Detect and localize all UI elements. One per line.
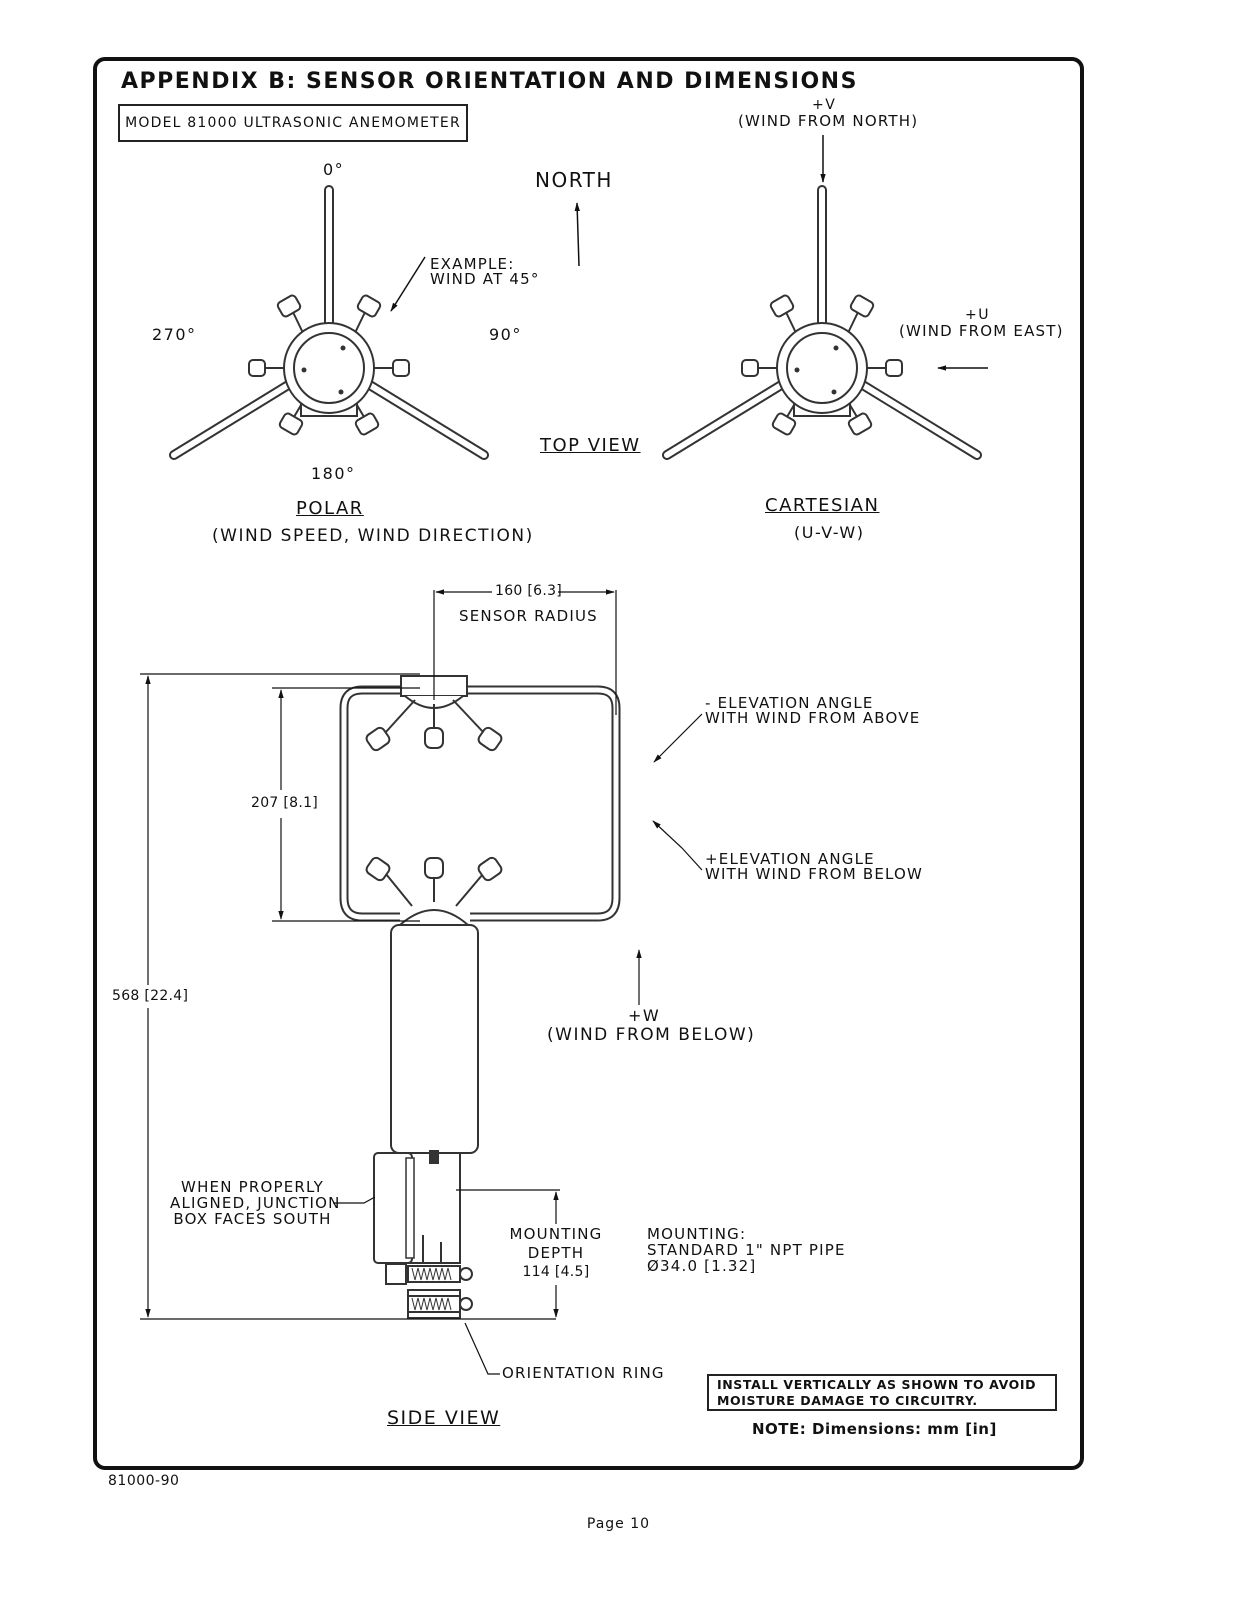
polar-90-degree: 90° xyxy=(489,325,522,344)
mounting-spec-diameter: Ø34.0 [1.32] xyxy=(647,1257,757,1275)
positive-elevation-label: +ELEVATION ANGLE xyxy=(705,850,875,868)
install-warning-line2: MOISTURE DAMAGE TO CIRCUITRY. xyxy=(717,1393,978,1408)
side-view-label: SIDE VIEW xyxy=(387,1407,501,1429)
w-axis-desc: (WIND FROM BELOW) xyxy=(547,1025,756,1045)
north-arrow xyxy=(574,202,580,267)
negative-elevation-desc: WITH WIND FROM ABOVE xyxy=(705,709,921,727)
drawing-frame xyxy=(93,57,1084,1470)
u-axis-label: +U xyxy=(965,307,990,323)
mounting-depth-value: 114 [4.5] xyxy=(522,1264,590,1280)
v-axis-label: +V xyxy=(812,97,837,113)
polar-270-degree: 270° xyxy=(152,325,197,344)
document-code: 81000-90 xyxy=(108,1473,180,1489)
dimensions-note: NOTE: Dimensions: mm [in] xyxy=(752,1420,997,1438)
install-warning-line1: INSTALL VERTICALLY AS SHOWN TO AVOID xyxy=(717,1377,1037,1392)
v-axis-desc: (WIND FROM NORTH) xyxy=(738,112,919,130)
junction-note-line3: BOX FACES SOUTH xyxy=(173,1210,332,1228)
cartesian-title: CARTESIAN xyxy=(765,495,880,516)
appendix-title: APPENDIX B: SENSOR ORIENTATION AND DIMEN… xyxy=(121,69,858,94)
mounting-spec-title: MOUNTING: xyxy=(647,1225,747,1243)
u-axis-desc: (WIND FROM EAST) xyxy=(899,322,1064,340)
page-number: Page 10 xyxy=(586,1516,651,1532)
cartesian-subtitle: (U-V-W) xyxy=(794,523,865,542)
install-warning-box: INSTALL VERTICALLY AS SHOWN TO AVOID MOI… xyxy=(707,1374,1057,1411)
sensor-radius-dimension: 160 [6.3] xyxy=(495,583,563,599)
polar-180-degree: 180° xyxy=(311,464,356,483)
frame-height-dimension: 207 [8.1] xyxy=(251,795,319,811)
negative-elevation-label: - ELEVATION ANGLE xyxy=(705,694,874,712)
example-label: EXAMPLE: xyxy=(430,255,515,273)
sensor-side-view xyxy=(339,675,621,1319)
polar-subtitle: (WIND SPEED, WIND DIRECTION) xyxy=(212,526,534,546)
model-label: MODEL 81000 ULTRASONIC ANEMOMETER xyxy=(118,104,468,142)
wind-45-arrow xyxy=(390,256,426,312)
mounting-spec-pipe: STANDARD 1" NPT PIPE xyxy=(647,1241,846,1259)
mounting-depth-label-2: DEPTH xyxy=(527,1244,585,1262)
orientation-ring-label: ORIENTATION RING xyxy=(502,1364,665,1382)
junction-note-line1: WHEN PROPERLY xyxy=(181,1178,324,1196)
mounting-depth-label: MOUNTING xyxy=(509,1225,603,1243)
north-label: NORTH xyxy=(535,168,613,192)
top-view-label: TOP VIEW xyxy=(540,435,641,456)
total-height-dimension: 568 [22.4] xyxy=(112,988,189,1004)
w-axis-label: +W xyxy=(628,1006,661,1025)
polar-sensor-top-view xyxy=(174,190,484,455)
polar-0-degree: 0° xyxy=(323,160,345,179)
polar-title: POLAR xyxy=(296,498,364,519)
junction-note-line2: ALIGNED, JUNCTION xyxy=(170,1194,341,1212)
example-wind-label: WIND AT 45° xyxy=(430,270,540,288)
sensor-radius-label: SENSOR RADIUS xyxy=(459,607,598,625)
positive-elevation-desc: WITH WIND FROM BELOW xyxy=(705,865,924,883)
